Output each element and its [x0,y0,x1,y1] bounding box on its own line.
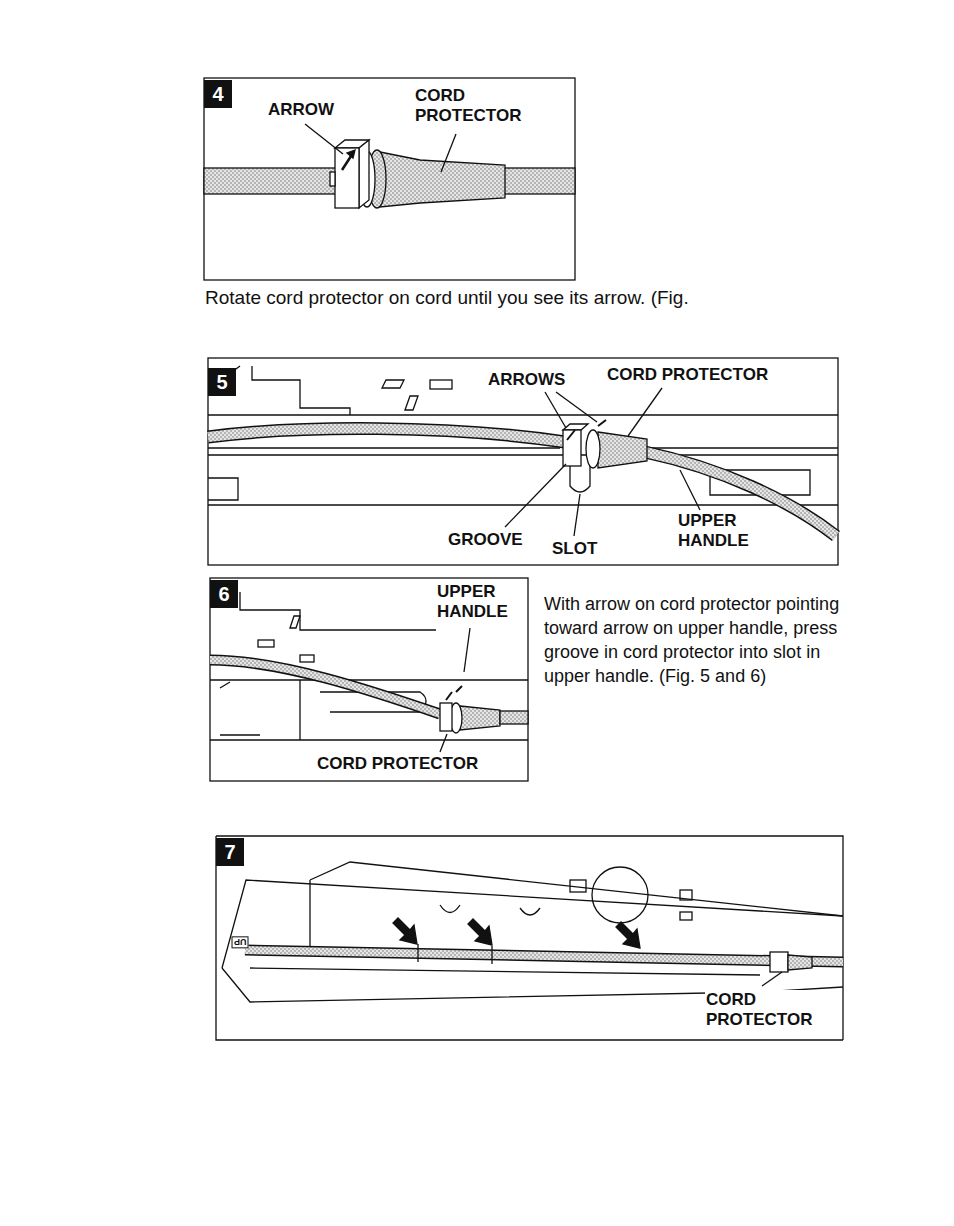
figure-7-art [770,952,788,972]
figure-6-art [210,660,440,714]
figure-5-art [208,414,838,415]
figure-6-art [464,628,470,672]
part-label: CORD PROTECTOR [705,990,837,1029]
figure-5-art [208,478,238,500]
figure-6-art [210,578,528,781]
figure-5-art [208,447,838,448]
figure-7-art [216,836,843,1040]
figure-5-art [430,380,452,389]
figure-4 [204,78,575,280]
part-label: ARROWS [487,370,566,390]
figure-7-art [468,919,492,945]
figure-6-art [300,655,314,662]
callout-number: 5 [208,368,236,396]
figure-4-art [500,168,575,194]
figure-6-art [440,734,447,752]
figure-7-art [393,918,417,944]
figure-7-art [245,950,843,962]
figure-5-art [563,424,588,430]
figure-6-art [446,686,462,700]
figure-6-art [258,640,274,647]
figure-4-art [335,148,359,208]
figure-7-art [788,955,812,970]
figure-7-art [762,972,782,986]
figure-7-art [310,862,843,948]
figure-5-art [598,420,606,426]
figure-5-art [208,358,838,565]
figure-4-art [359,140,369,208]
figure-6-art [210,592,436,630]
figure-6-art [210,660,440,714]
figure-7 [216,836,843,1040]
figure-5-art [208,429,565,442]
part-label: UPPER HANDLE [677,511,769,550]
figure-5-art [563,430,581,466]
figure-7-art [250,968,760,975]
figure-7-art [616,922,640,948]
figure-6-art [440,703,452,731]
figure-5-art [208,366,350,415]
callout-number: 4 [204,80,232,108]
figure-5-art [574,494,580,536]
figure-7-art [680,890,692,900]
figure-7-art [440,905,540,915]
figure-6-art [220,682,260,735]
part-label: CORD PROTECTOR [414,86,546,125]
part-label: ARROW [267,100,335,120]
figure-6-art [460,706,500,730]
figure-5-art [570,466,590,492]
figure-5-art [628,388,662,436]
part-label: GROOVE [447,530,524,550]
figure-5-art [556,392,597,422]
embossed-mark: UP [232,936,249,948]
figure-7-art [592,867,648,923]
figure-6-art [290,616,300,628]
instruction-text: With arrow on cord protector pointing to… [544,592,844,688]
figure-4-art [347,150,355,158]
figure-5-art [505,464,566,527]
figure-7-art [222,880,843,968]
figure-5-art [680,470,700,510]
figure-4-art [204,168,338,194]
figure-5-art [586,430,600,468]
figure-5 [208,358,838,565]
figure-7-art [680,912,692,920]
figure-7-art [570,880,586,892]
figure-6 [210,578,528,781]
callout-number: 7 [216,838,244,866]
callout-number: 6 [210,580,238,608]
figure-7-art [418,944,492,964]
part-label: CORD PROTECTOR [316,754,479,774]
figure-5-art [567,430,575,440]
figure-5-art [405,396,418,410]
instruction-text: Rotate cord protector on cord until you … [205,287,689,309]
part-label: SLOT [551,539,598,559]
figure-5-art [598,432,647,468]
part-label: UPPER HANDLE [436,582,524,621]
figure-4-art [330,172,335,186]
figure-4-art [305,124,343,154]
part-label: CORD PROTECTOR [606,365,769,385]
figure-7-art [245,950,843,962]
figure-4-art [441,134,456,172]
figure-5-art [382,380,404,388]
figure-4-art [204,78,575,280]
figure-5-art [208,429,565,442]
figure-6-art [500,711,528,724]
figure-4-art [380,152,505,207]
